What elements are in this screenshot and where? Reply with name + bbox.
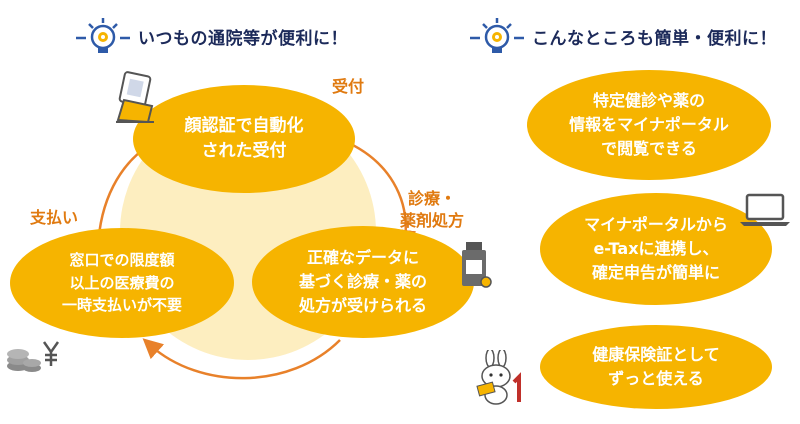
heading-left-text: いつもの通院等が便利に！ — [138, 28, 348, 49]
label-treatment-line: 診療・ — [408, 189, 457, 208]
medicine-bottle-icon — [462, 242, 492, 288]
reception-bubble: 顔認証で自動化 された受付 — [133, 85, 355, 193]
heading-right: こんなところも簡単・便利に！ — [466, 16, 777, 56]
laptop-icon — [740, 193, 790, 226]
card-reader-icon — [116, 71, 154, 124]
payment-line: 以上の医療費の — [69, 273, 175, 292]
benefit-line: 特定健診や薬の — [592, 91, 705, 110]
payment-bubble: 窓口での限度額 以上の医療費の 一時支払いが不要 — [10, 228, 234, 338]
heading-right-text: こんなところも簡単・便利に！ — [532, 28, 777, 49]
reception-line: 顔認証で自動化 — [184, 115, 304, 136]
clinic-line: 正確なデータに — [306, 248, 419, 267]
benefit-line: 情報をマイナポータル — [569, 115, 729, 134]
benefit-line: 確定申告が簡単に — [591, 263, 720, 282]
clinic-bubble: 正確なデータに 基づく診療・薬の 処方が受けられる — [252, 226, 474, 338]
payment-line: 一時支払いが不要 — [61, 296, 182, 315]
benefit-bubble-etax: マイナポータルから e-Taxに連携し、 確定申告が簡単に — [540, 193, 772, 305]
benefit-bubble-insurance: 健康保険証として ずっと使える — [540, 325, 772, 409]
benefit-bubble-portal: 特定健診や薬の 情報をマイナポータル で閲覧できる — [527, 70, 771, 180]
benefit-line: e-Taxに連携し、 — [593, 239, 719, 258]
mynumber-mascot-icon — [476, 350, 521, 405]
arrow-clinic-to-payment — [142, 338, 341, 380]
clinic-line: 基づく診療・薬の — [298, 272, 427, 291]
benefit-line: マイナポータルから — [584, 215, 728, 234]
label-reception: 受付 — [332, 77, 365, 96]
label-treatment-line: 薬剤処方 — [400, 211, 465, 231]
lightbulb-gear-icon — [76, 18, 130, 53]
payment-line: 窓口での限度額 — [69, 251, 175, 270]
benefit-line: ずっと使える — [608, 369, 704, 388]
clinic-line: 処方が受けられる — [298, 296, 427, 315]
coins-yen-icon — [7, 341, 60, 372]
label-payment: 支払い — [30, 208, 79, 227]
reception-line: された受付 — [201, 141, 287, 161]
benefit-line: 健康保険証として — [592, 345, 720, 364]
lightbulb-gear-icon — [470, 18, 524, 53]
arrow-reception-to-clinic — [341, 138, 417, 250]
label-treatment: 診療・ 薬剤処方 — [400, 188, 464, 233]
heading-left: いつもの通院等が便利に！ — [72, 16, 348, 56]
benefit-line: で閲覧できる — [601, 139, 697, 158]
